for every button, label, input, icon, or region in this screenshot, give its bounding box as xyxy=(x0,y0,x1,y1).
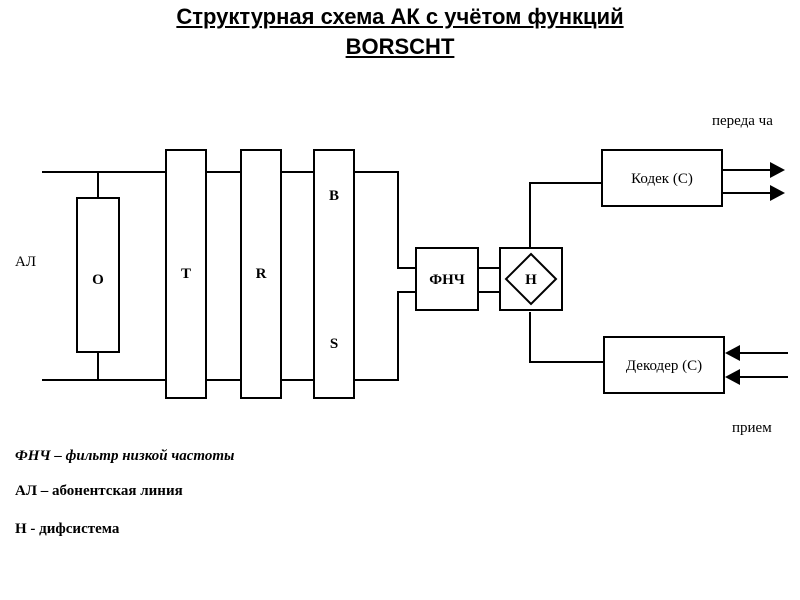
block-decoder xyxy=(603,336,725,394)
block-o xyxy=(76,197,120,353)
block-t-label: T xyxy=(181,266,191,282)
block-codec-label: Кодек (С) xyxy=(631,171,693,187)
title-line-2: BORSCHT xyxy=(345,34,455,59)
arrow-right-1 xyxy=(770,162,785,178)
wire-bs-fnch-top xyxy=(354,171,416,269)
block-fnch-label: ФНЧ xyxy=(429,272,465,288)
h-diamond xyxy=(504,252,558,306)
arrow-left-1 xyxy=(725,345,740,361)
block-h xyxy=(499,247,563,311)
block-t xyxy=(165,149,207,399)
legend-item-al: АЛ – абонентская линия xyxy=(15,483,183,499)
diagram-title: Структурная схема АК с учётом функций BO… xyxy=(0,2,800,62)
legend-item-fnch: ФНЧ – фильтр низкой частоты xyxy=(15,448,234,464)
arrow-left-2 xyxy=(725,369,740,385)
arrow-right-2 xyxy=(770,185,785,201)
block-codec xyxy=(601,149,723,207)
legend-item-h: Н - дифсистема xyxy=(15,521,120,537)
block-s-label: S xyxy=(330,336,338,352)
wire-bs-fnch-bottom xyxy=(354,291,416,381)
wire-h-decoder xyxy=(529,312,604,363)
block-fnch xyxy=(415,247,479,311)
title-line-1: Структурная схема АК с учётом функций xyxy=(176,4,624,29)
block-r xyxy=(240,149,282,399)
block-o-label: O xyxy=(92,272,104,288)
receive-label: прием xyxy=(732,420,772,436)
block-r-label: R xyxy=(256,266,267,282)
block-decoder-label: Декодер (С) xyxy=(626,358,702,374)
transmit-label: переда ча xyxy=(712,113,773,129)
al-label: АЛ xyxy=(15,254,36,270)
wire-h-codec xyxy=(529,182,602,248)
block-b-label: B xyxy=(329,188,339,204)
block-h-label: H xyxy=(525,272,537,288)
block-bs xyxy=(313,149,355,399)
